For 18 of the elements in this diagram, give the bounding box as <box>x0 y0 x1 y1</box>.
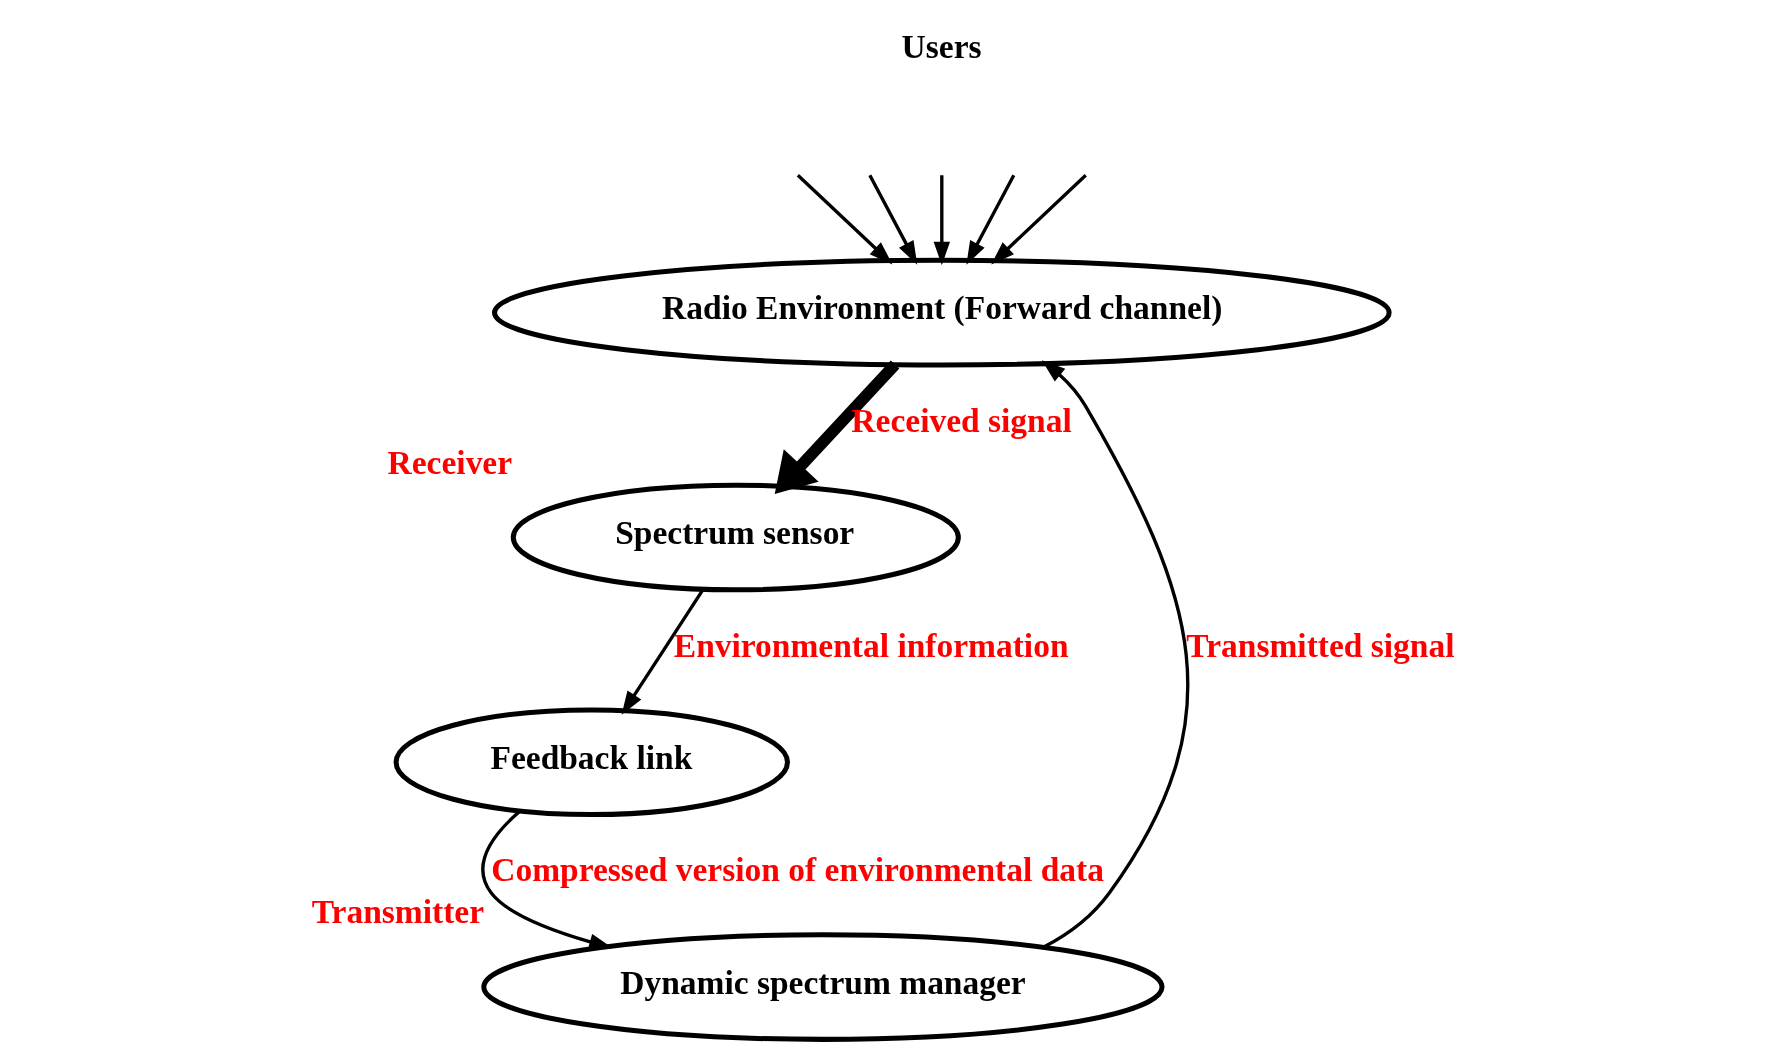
arrow <box>621 588 705 715</box>
node-label: Transmitter <box>311 893 484 931</box>
node-ellipse: Spectrum sensor <box>510 482 961 593</box>
edge-label: Transmitted signal <box>1185 626 1455 664</box>
node-ellipse: Feedback link <box>393 707 790 818</box>
arrow <box>867 174 917 265</box>
label: Users <box>901 28 982 66</box>
edge-label: Compressed version of environmental data <box>490 851 1104 889</box>
arrow <box>774 360 899 494</box>
arrow <box>933 175 950 266</box>
arrow <box>1041 360 1189 949</box>
arrow <box>990 174 1087 265</box>
node-ellipse: Radio Environment (Forward channel) <box>491 257 1392 368</box>
edge-label: Environmental information <box>673 626 1069 664</box>
arrow <box>965 174 1015 265</box>
edge-label: Received signal <box>850 401 1072 439</box>
arrow <box>796 174 892 265</box>
node-label: Receiver <box>387 443 512 481</box>
